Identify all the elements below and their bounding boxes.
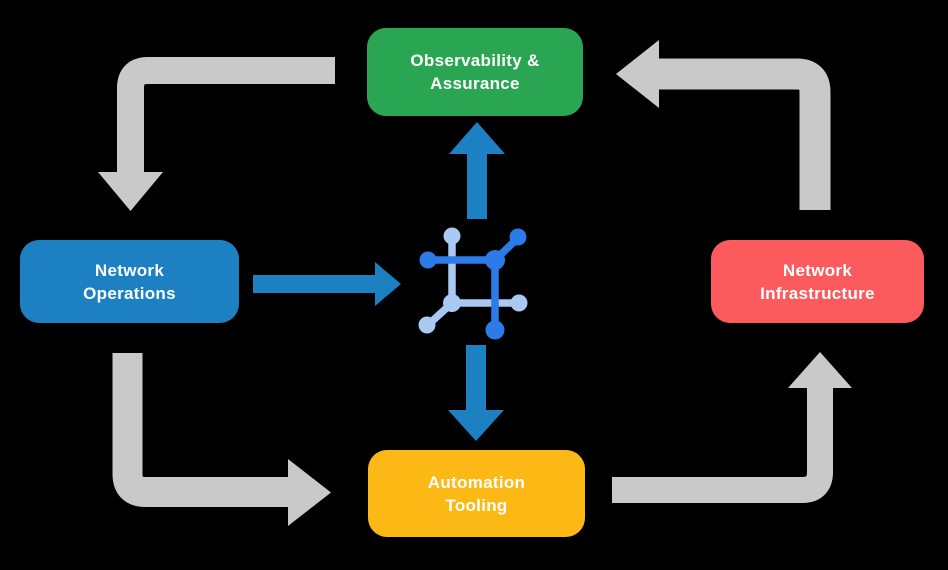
network-chip-icon: [418, 227, 528, 340]
arrow-automation-to-infrastructure-icon: [612, 352, 852, 503]
arrow-hub-to-observability-icon: [449, 122, 505, 219]
arrow-operations-to-automation-icon: [112, 353, 331, 526]
arrow-operations-to-hub-icon: [253, 262, 401, 306]
arrow-observability-to-operations-icon: [98, 57, 335, 211]
node-label-line: Automation: [427, 472, 526, 492]
node-label-line: Infrastructure: [760, 283, 875, 303]
node-label-line: Operations: [83, 283, 176, 303]
node-observability-assurance: Observability & Assurance: [367, 28, 583, 116]
node-label-line: Network: [94, 260, 165, 280]
node-label-line: Observability &: [410, 51, 540, 70]
node-label-line: Network: [782, 260, 853, 280]
arrow-infrastructure-to-observability-icon: [616, 40, 831, 210]
node-label-line: Tooling: [445, 495, 508, 515]
arrow-hub-to-automation-icon: [448, 345, 504, 441]
node-network-operations: Network Operations: [20, 240, 239, 323]
node-label-line: Assurance: [430, 74, 520, 93]
node-network-infrastructure: Network Infrastructure: [711, 240, 924, 323]
node-automation-tooling: Automation Tooling: [368, 450, 585, 537]
